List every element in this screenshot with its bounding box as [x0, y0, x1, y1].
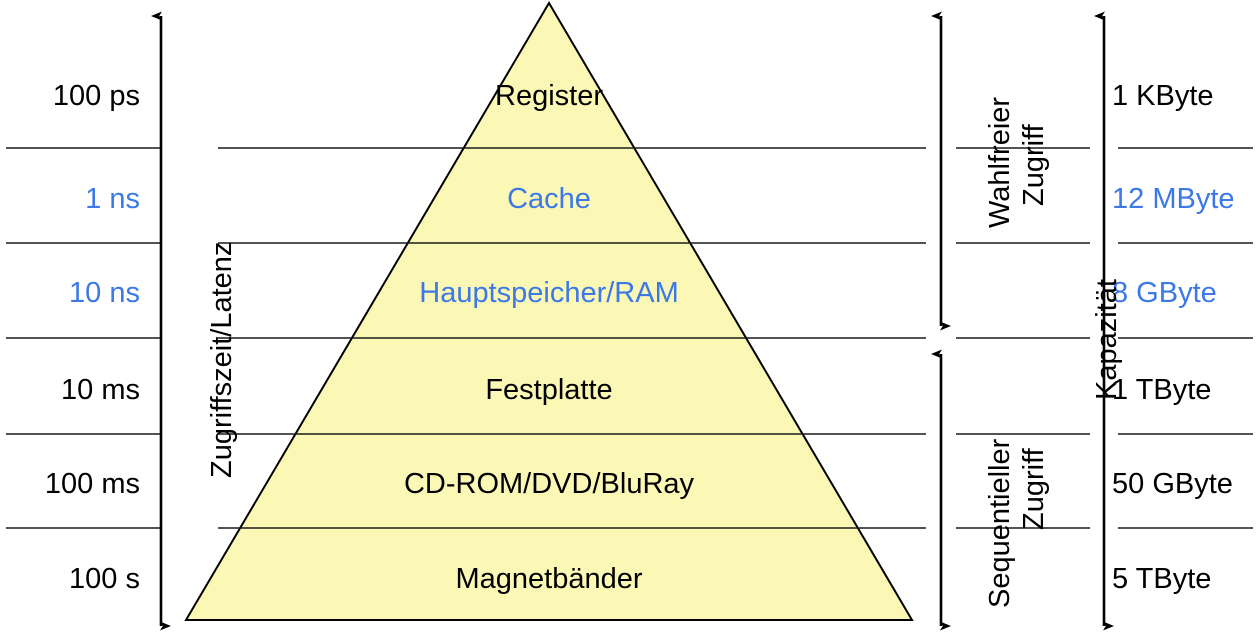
sequential-access-caption-line2: Zugriff [1018, 448, 1050, 530]
latency-value-cache: 1 ns [85, 183, 140, 215]
latency-value-ram: 10 ns [69, 277, 140, 309]
tier-label-magnetbaender: Magnetbänder [455, 563, 643, 595]
tier-label-register: Register [495, 80, 603, 112]
capacity-value-disk: 1 TByte [1112, 374, 1212, 406]
random-access-caption-line1: Wahlfreier [984, 96, 1016, 228]
pyramid-tier-dividers [240, 147, 858, 529]
random-access-caption-line2: Zugriff [1018, 124, 1050, 206]
tier-label-optical: CD-ROM/DVD/BluRay [403, 468, 695, 500]
capacity-value-register: 1 KByte [1112, 80, 1214, 112]
capacity-axis-caption: Kapazität [1091, 279, 1123, 400]
latency-value-optical: 100 ms [44, 468, 140, 500]
tier-label-cache: Cache [507, 183, 591, 215]
latency-axis-caption: Zugriffszeit/Latenz [206, 241, 238, 478]
latency-value-register: 100 ps [52, 80, 140, 112]
tier-label-festplatte: Festplatte [485, 374, 613, 406]
capacity-value-cache: 12 MByte [1112, 183, 1235, 215]
tier-label-ram: Hauptspeicher/RAM [419, 277, 679, 309]
latency-value-disk: 10 ms [61, 374, 140, 406]
capacity-value-ram: 8 GByte [1112, 277, 1217, 309]
pyramid-shape [184, 1, 914, 621]
horizontal-rules-right [636, 147, 1253, 529]
capacity-value-tape: 5 TByte [1112, 563, 1212, 595]
capacity-value-optical: 50 GByte [1112, 468, 1233, 500]
latency-value-tape: 100 s [69, 563, 140, 595]
sequential-access-caption-line1: Sequentieller [984, 438, 1016, 608]
horizontal-rules-left [6, 147, 462, 529]
